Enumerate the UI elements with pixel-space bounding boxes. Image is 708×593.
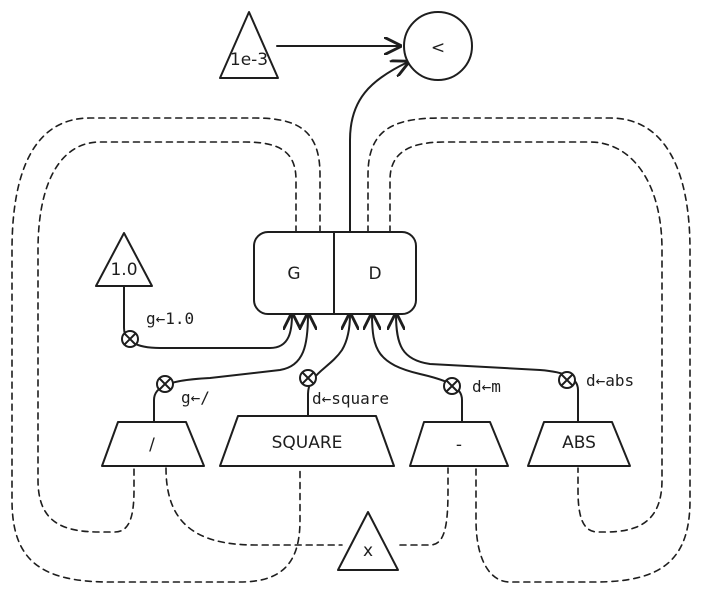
- eps-const-label: 1e-3: [230, 50, 268, 70]
- node-less-than: <: [403, 11, 473, 81]
- less-than-label: <: [431, 38, 445, 58]
- gate-d-m-icon: [443, 377, 461, 395]
- edge-label-d-abs: d←abs: [586, 371, 634, 390]
- node-divide: /: [101, 421, 205, 467]
- edge-div-to-g: [153, 314, 308, 423]
- edge-abs-to-d: [396, 314, 579, 423]
- x-to-divide: [165, 467, 343, 546]
- loop-d-inner: [389, 141, 663, 533]
- edge-d-to-lt: [349, 62, 408, 233]
- g-port-label: G: [287, 264, 300, 284]
- x-input-label: x: [363, 541, 373, 561]
- node-square: SQUARE: [219, 415, 395, 467]
- node-minus: -: [409, 421, 509, 467]
- d-port-label: D: [368, 264, 381, 284]
- edge-label-g-one: g←1.0: [146, 309, 194, 328]
- loop-g-inner: [37, 141, 297, 533]
- node-eps-const: 1e-3: [219, 11, 279, 79]
- node-one-const: 1.0: [95, 232, 153, 287]
- gate-g-div-icon: [156, 375, 174, 393]
- x-to-minus: [399, 467, 449, 546]
- abs-label: ABS: [562, 433, 596, 453]
- loop-g-outer: [11, 117, 321, 583]
- one-const-label: 1.0: [110, 260, 137, 280]
- gate-d-square-icon: [299, 369, 317, 387]
- edge-minus-to-d: [372, 314, 463, 423]
- edge-label-g-div: g←/: [181, 388, 210, 407]
- edge-label-d-square: d←square: [312, 389, 389, 408]
- gate-d-abs-icon: [558, 371, 576, 389]
- node-abs: ABS: [527, 421, 631, 467]
- minus-label: -: [456, 435, 462, 455]
- feedback-loops: [11, 117, 691, 583]
- edge-label-d-m: d←m: [472, 377, 501, 396]
- gate-g-one-icon: [121, 330, 139, 348]
- loop-d-outer: [367, 117, 691, 583]
- square-label: SQUARE: [272, 433, 343, 453]
- node-x-input: x: [337, 511, 399, 571]
- node-gd: G D: [253, 231, 417, 315]
- divide-label: /: [149, 435, 155, 455]
